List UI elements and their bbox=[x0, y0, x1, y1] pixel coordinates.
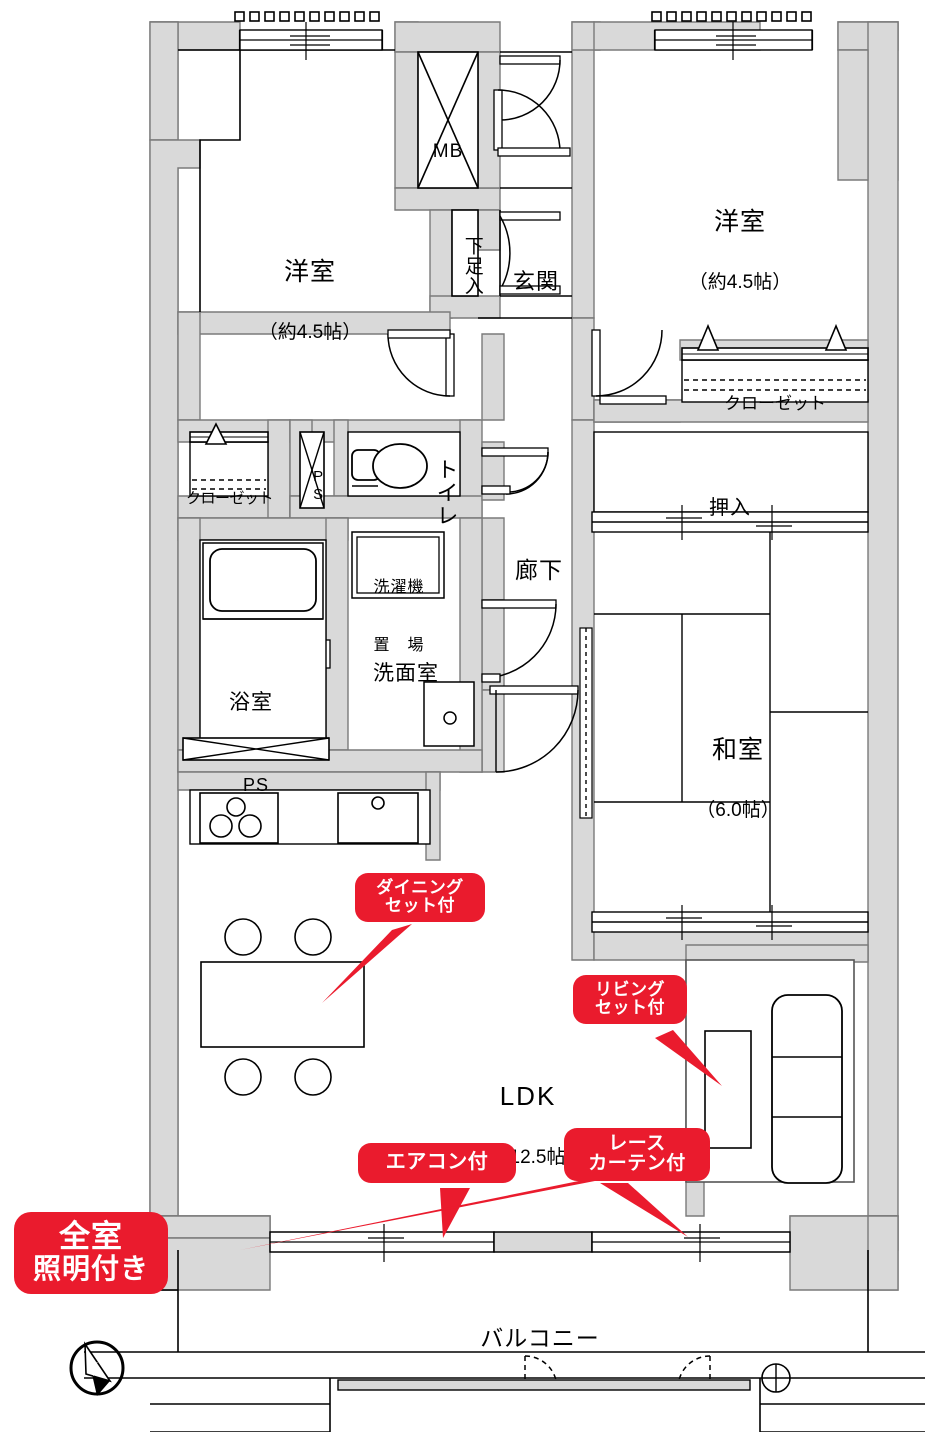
room-size: （約4.5帖） bbox=[688, 271, 792, 293]
room-name: 洋室 bbox=[713, 207, 766, 236]
label-oshiire: 押入 bbox=[709, 496, 751, 519]
room-label-western-right: 洋室 （約4.5帖） bbox=[650, 172, 830, 311]
room-label-japanese: 和室 （6.0帖） bbox=[648, 700, 828, 839]
room-name: LDK bbox=[499, 1080, 557, 1111]
tatami-room bbox=[579, 505, 869, 940]
oshiire-closet bbox=[593, 431, 869, 513]
callout-tails bbox=[240, 924, 722, 1250]
badge-all-rooms-lighting: 全室 照明付き bbox=[14, 1212, 168, 1294]
label-closet-left: クローゼット bbox=[186, 489, 274, 507]
ps-shaft-vertical bbox=[299, 431, 325, 509]
label-mb: MB bbox=[432, 140, 464, 162]
label-bath: 浴室 bbox=[229, 690, 273, 714]
room-size: （約4.5帖） bbox=[258, 321, 362, 343]
kitchen-counter bbox=[189, 789, 431, 845]
callout-dining-set: ダイニング セット付 bbox=[355, 873, 485, 923]
label-washroom: 洗面室 bbox=[373, 661, 439, 685]
toilet-fixture bbox=[347, 431, 461, 497]
compass-rose: N bbox=[69, 1340, 125, 1396]
washroom-fixtures bbox=[351, 531, 475, 747]
door-swings bbox=[268, 55, 711, 1389]
label-corridor: 廊下 bbox=[515, 556, 563, 583]
room-name: 洋室 bbox=[283, 257, 336, 286]
living-set-furniture bbox=[685, 959, 855, 1184]
callout-aircon: エアコン付 bbox=[358, 1143, 516, 1184]
closet-right bbox=[681, 323, 869, 403]
room-size: （6.0帖） bbox=[696, 799, 780, 821]
label-balcony: バルコニー bbox=[480, 1324, 600, 1351]
label-washer-space: 洗濯機 置 場 bbox=[373, 579, 425, 654]
label-ps-vertical: PS bbox=[309, 467, 327, 504]
label-shoe-box: 下足入 bbox=[461, 235, 483, 296]
window-top-left bbox=[234, 11, 384, 60]
dining-set-furniture bbox=[200, 918, 365, 1096]
closet-left bbox=[189, 422, 269, 497]
ps-shaft-horizontal bbox=[182, 737, 330, 761]
room-label-western-left: 洋室 （約4.5帖） bbox=[220, 222, 400, 361]
label-closet-right: クローゼット bbox=[724, 393, 826, 413]
room-name: 和室 bbox=[711, 735, 764, 764]
label-ps-horizontal: PS bbox=[242, 774, 269, 795]
label-toilet: トイレ bbox=[433, 457, 459, 527]
label-genkan: 玄関 bbox=[512, 268, 559, 294]
balcony-structure bbox=[84, 1250, 925, 1432]
window-top-right bbox=[651, 11, 814, 60]
balcony-windows bbox=[269, 1224, 791, 1262]
interior-outlines bbox=[178, 49, 572, 319]
bathroom-fixtures bbox=[199, 539, 327, 751]
callout-lace-curtain: レース カーテン付 bbox=[564, 1128, 710, 1182]
callout-living-set: リビング セット付 bbox=[573, 975, 687, 1025]
